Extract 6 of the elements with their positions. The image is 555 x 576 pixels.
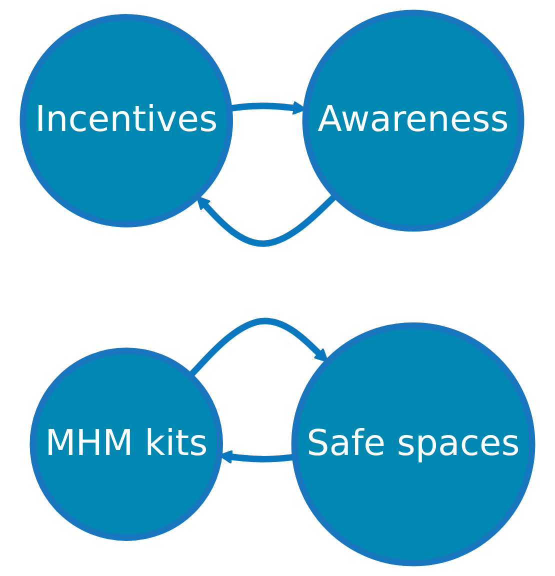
- node-circle: Incentives: [20, 14, 234, 228]
- node-circle: Awareness: [302, 10, 524, 232]
- node-circle: Safe spaces: [291, 322, 536, 566]
- node-circle: MHM kits: [30, 348, 224, 541]
- arrow: [196, 193, 338, 247]
- arrow: [188, 318, 328, 378]
